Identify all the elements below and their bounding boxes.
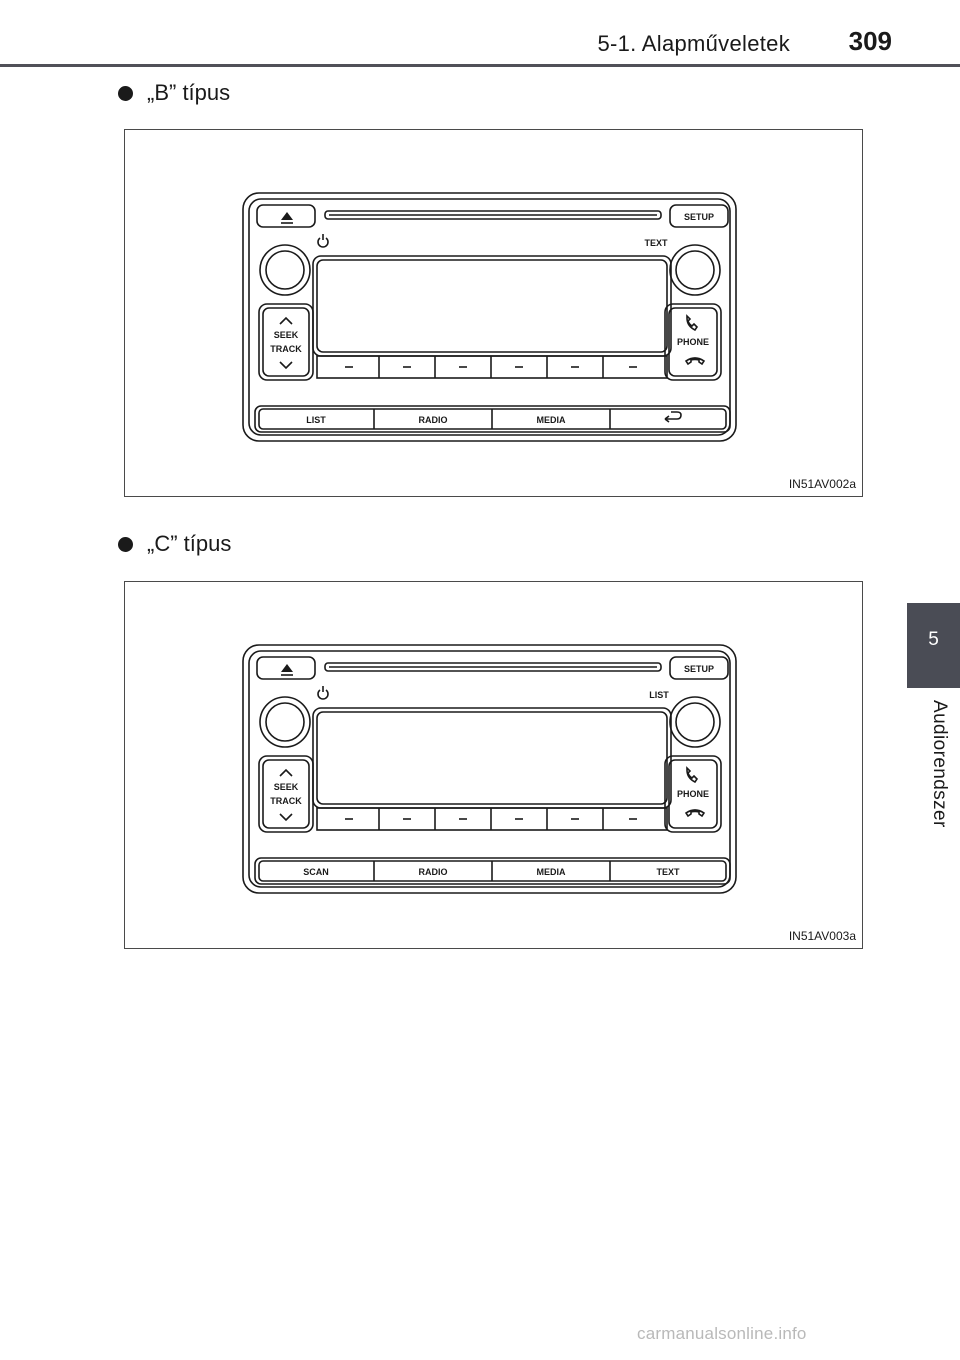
preset-strip	[316, 807, 668, 831]
chapter-number: 5	[928, 629, 939, 650]
right-knob	[669, 696, 721, 748]
bottom-button-bar	[254, 405, 731, 433]
bottom-button-2-label: RADIO	[419, 867, 448, 877]
power-icon	[317, 689, 329, 700]
bottom-button-4-label: TEXT	[656, 867, 680, 877]
unit-outer-frame	[242, 192, 737, 442]
seek-track-button	[258, 755, 314, 833]
chevron-up-icon	[279, 768, 293, 777]
phone-button	[664, 303, 722, 381]
bottom-button-3-label: MEDIA	[537, 867, 567, 877]
setup-label: SETUP	[684, 664, 714, 674]
bottom-button-1-label: LIST	[306, 415, 326, 425]
bullet-icon	[118, 85, 133, 101]
phone-hangup-icon	[684, 809, 706, 818]
chapter-tab: 5	[907, 603, 960, 688]
head-unit-c-illustration: SETUP LIST SEEK TRACK PHONE SCAN RADIO M…	[242, 644, 737, 894]
bottom-button-3-label: MEDIA	[537, 415, 567, 425]
list-label: LIST	[649, 690, 669, 700]
section-title: 5-1. Alapműveletek	[597, 31, 790, 56]
chevron-up-icon	[279, 316, 293, 325]
disc-slot	[324, 662, 662, 672]
setup-button	[669, 656, 729, 680]
figure-type-b: SETUP TEXT SEEK TRACK PHONE LIST RADIO M…	[124, 129, 863, 497]
page-header: 5-1. Alapműveletek 309	[0, 0, 960, 70]
track-label: TRACK	[270, 796, 302, 806]
phone-label: PHONE	[677, 337, 709, 347]
caption-text: „C” típus	[147, 531, 232, 556]
unit-inner-frame	[248, 650, 731, 888]
eject-icon	[281, 212, 293, 220]
phone-hangup-icon	[684, 357, 706, 366]
display-screen	[316, 711, 668, 805]
chevron-down-icon	[279, 361, 293, 370]
caption-type-c: „C” típus	[118, 531, 231, 557]
power-icon	[317, 237, 329, 248]
left-knob	[259, 696, 311, 748]
disc-slot	[324, 210, 662, 220]
text-label: TEXT	[644, 238, 668, 248]
caption-text: „B” típus	[147, 80, 231, 105]
figure-type-c: SETUP LIST SEEK TRACK PHONE SCAN RADIO M…	[124, 581, 863, 949]
preset-strip	[316, 355, 668, 379]
phone-call-icon	[686, 766, 699, 784]
seek-label: SEEK	[274, 782, 299, 792]
bottom-button-2-label: RADIO	[419, 415, 448, 425]
phone-call-icon	[686, 314, 699, 332]
chapter-label: Audiorendszer	[929, 700, 950, 828]
eject-button	[256, 656, 316, 680]
back-arrow-icon	[664, 411, 682, 423]
page-number: 309	[848, 26, 892, 56]
header-rule	[0, 64, 960, 67]
setup-label: SETUP	[684, 212, 714, 222]
right-knob	[669, 244, 721, 296]
track-label: TRACK	[270, 344, 302, 354]
figure-code: IN51AV002a	[788, 477, 856, 491]
watermark: carmanualsonline.info	[637, 1324, 807, 1343]
unit-inner-frame	[248, 198, 731, 436]
eject-button	[256, 204, 316, 228]
caption-type-b: „B” típus	[118, 80, 230, 106]
bottom-button-bar	[254, 857, 731, 885]
bottom-button-1-label: SCAN	[303, 867, 329, 877]
eject-icon	[281, 664, 293, 672]
figure-code: IN51AV003a	[788, 929, 856, 943]
bullet-icon	[118, 536, 133, 552]
head-unit-b-illustration: SETUP TEXT SEEK TRACK PHONE LIST RADIO M…	[242, 192, 737, 442]
unit-outer-frame	[242, 644, 737, 894]
left-knob	[259, 244, 311, 296]
phone-button	[664, 755, 722, 833]
seek-track-button	[258, 303, 314, 381]
setup-button	[669, 204, 729, 228]
seek-label: SEEK	[274, 330, 299, 340]
display-screen	[316, 259, 668, 353]
chevron-down-icon	[279, 813, 293, 822]
phone-label: PHONE	[677, 789, 709, 799]
